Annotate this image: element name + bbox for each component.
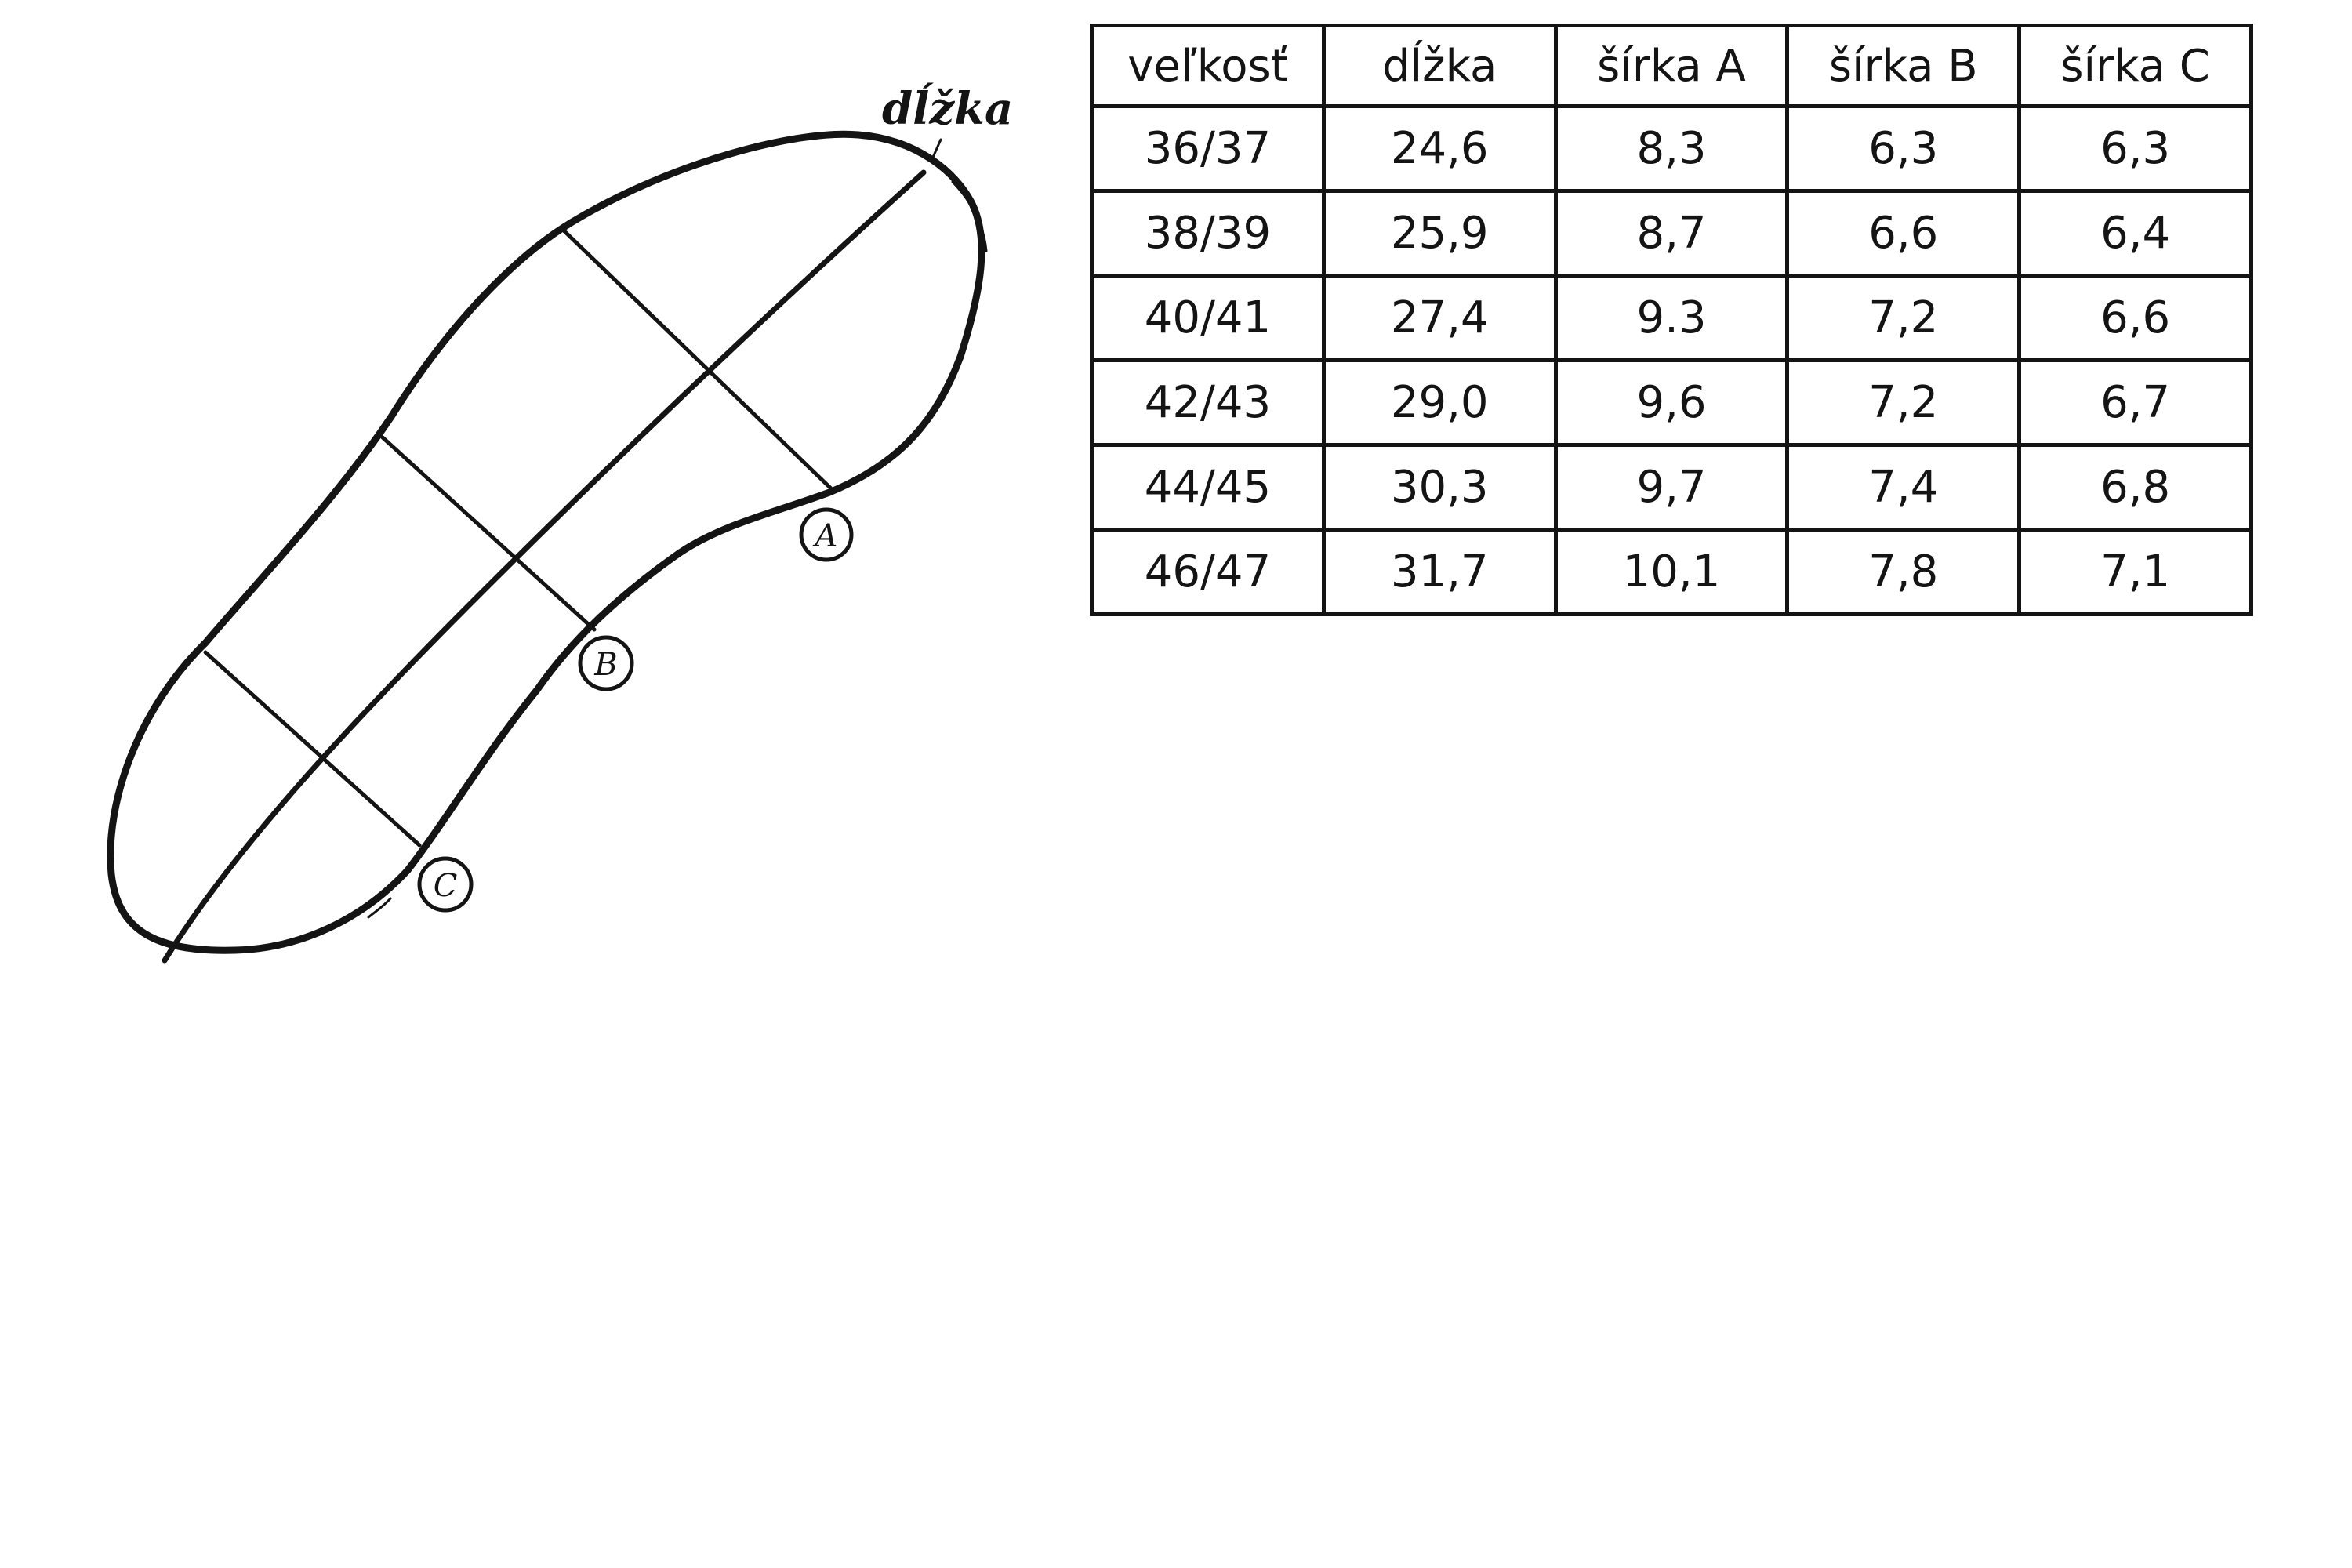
cell-width-b: 6,6 <box>1785 189 2022 278</box>
cell-width-b: 6,3 <box>1785 104 2022 193</box>
cell-size: 40/41 <box>1090 274 1326 362</box>
length-label: dĺžka <box>882 82 1013 135</box>
cell-width-c: 6,4 <box>2017 189 2253 278</box>
table-row: 44/45 30,3 9,7 7,4 6,8 <box>1090 443 2253 532</box>
cell-length: 29,0 <box>1321 358 1558 447</box>
cell-size: 44/45 <box>1090 443 1326 532</box>
table-header-row: veľkosť dĺžka šírka A šírka B šírka C <box>1090 24 2253 108</box>
cell-width-b: 7,4 <box>1785 443 2022 532</box>
cell-length: 24,6 <box>1321 104 1558 193</box>
length-line <box>162 169 927 964</box>
heel-tip-stroke <box>367 897 392 919</box>
header-size: veľkosť <box>1090 24 1326 108</box>
toe-tip-stroke <box>951 180 988 252</box>
header-width-b: šírka B <box>1785 24 2022 108</box>
table-row: 46/47 31,7 10,1 7,8 7,1 <box>1090 528 2253 616</box>
length-label-leader <box>930 138 942 162</box>
header-width-c: šírka C <box>2017 24 2253 108</box>
marker-c: C <box>417 856 474 913</box>
sole-diagram: A B C dĺžka <box>107 82 1013 964</box>
table-row: 42/43 29,0 9,6 7,2 6,7 <box>1090 358 2253 447</box>
cell-size: 36/37 <box>1090 104 1326 193</box>
cell-width-a: 9,7 <box>1553 443 1790 532</box>
cell-width-a: 9.3 <box>1553 274 1790 362</box>
cell-width-c: 7,1 <box>2017 528 2253 616</box>
marker-a: A <box>799 507 854 562</box>
width-line-a <box>562 229 835 492</box>
table-row: 36/37 24,6 8,3 6,3 6,3 <box>1090 104 2253 193</box>
cell-size: 46/47 <box>1090 528 1326 616</box>
size-table: veľkosť dĺžka šírka A šírka B šírka C 36… <box>1090 24 2253 616</box>
cell-width-a: 8,3 <box>1553 104 1790 193</box>
cell-width-c: 6,7 <box>2017 358 2253 447</box>
cell-length: 25,9 <box>1321 189 1558 278</box>
cell-width-c: 6,3 <box>2017 104 2253 193</box>
cell-width-c: 6,6 <box>2017 274 2253 362</box>
marker-b: B <box>578 635 634 691</box>
cell-length: 31,7 <box>1321 528 1558 616</box>
cell-width-b: 7,8 <box>1785 528 2022 616</box>
sole-outline <box>107 130 985 954</box>
cell-length: 27,4 <box>1321 274 1558 362</box>
cell-width-b: 7,2 <box>1785 358 2022 447</box>
cell-width-a: 8,7 <box>1553 189 1790 278</box>
header-width-a: šírka A <box>1553 24 1790 108</box>
cell-width-a: 9,6 <box>1553 358 1790 447</box>
cell-size: 38/39 <box>1090 189 1326 278</box>
marker-a-label: A <box>812 518 838 554</box>
cell-length: 30,3 <box>1321 443 1558 532</box>
marker-c-label: C <box>434 868 458 904</box>
marker-b-label: B <box>593 647 617 683</box>
cell-width-c: 6,8 <box>2017 443 2253 532</box>
width-line-c <box>203 650 422 848</box>
cell-width-a: 10,1 <box>1553 528 1790 616</box>
width-line-b <box>380 435 597 632</box>
header-length: dĺžka <box>1321 24 1558 108</box>
table-row: 40/41 27,4 9.3 7,2 6,6 <box>1090 274 2253 362</box>
cell-width-b: 7,2 <box>1785 274 2022 362</box>
cell-size: 42/43 <box>1090 358 1326 447</box>
table-row: 38/39 25,9 8,7 6,6 6,4 <box>1090 189 2253 278</box>
